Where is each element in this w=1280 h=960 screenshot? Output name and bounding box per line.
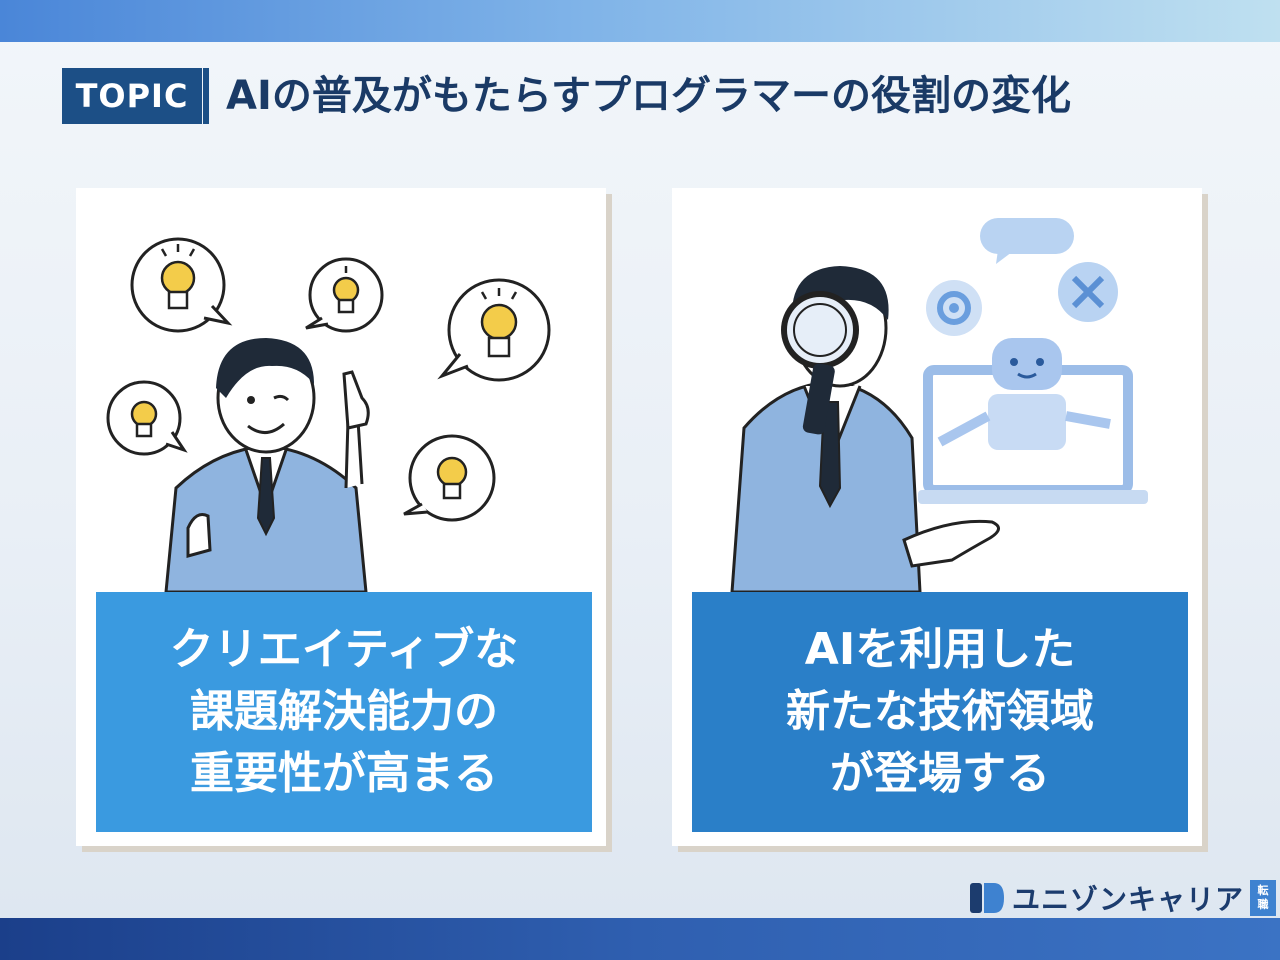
brand-logo: ユニゾンキャリア 転 職	[968, 878, 1277, 918]
caption-line: 課題解決能力の	[190, 686, 498, 737]
businessman-robot-illustration	[730, 218, 1148, 592]
title-divider	[203, 68, 209, 124]
lightbulb-icon	[437, 278, 551, 382]
gear-icon	[926, 280, 982, 336]
lightbulb-icon	[130, 237, 233, 333]
robot-icon	[937, 338, 1111, 450]
lightbulb-icon	[106, 380, 188, 456]
businessman-ideas-illustration	[106, 237, 551, 592]
wrench-screwdriver-icon	[1058, 262, 1118, 322]
caption-line: クリエイティブな	[169, 624, 519, 675]
caption-line: 重要性が高まる	[190, 748, 498, 799]
card-new-tech: AIを利用した 新たな技術領域 が登場する	[672, 188, 1202, 846]
magnifying-glass-icon	[781, 291, 859, 435]
card-creative: クリエイティブな 課題解決能力の 重要性が高まる	[76, 188, 606, 846]
businessman-figure	[730, 266, 1000, 592]
caption-creative: クリエイティブな 課題解決能力の 重要性が高まる	[96, 592, 592, 832]
brand-badge-line: 転	[1257, 884, 1269, 897]
bottom-gradient-band	[0, 918, 1280, 960]
top-gradient-band	[0, 0, 1280, 42]
brand-mark-icon	[970, 883, 1004, 913]
businessman-figure	[164, 338, 370, 592]
caption-new-tech: AIを利用した 新たな技術領域 が登場する	[692, 592, 1188, 832]
brand-badge-line: 職	[1257, 898, 1269, 911]
brand-badge: 転 職	[1250, 880, 1277, 916]
brand-name: ユニゾンキャリア	[1012, 883, 1245, 916]
lightbulb-icon	[403, 434, 496, 522]
speech-bubble-icon	[980, 218, 1074, 264]
caption-line: 新たな技術領域	[786, 686, 1094, 737]
page-title: AIの普及がもたらすプログラマーの役割の変化	[226, 73, 1072, 119]
caption-line: AIを利用した	[804, 624, 1076, 675]
topic-tag: TOPIC	[62, 68, 202, 124]
caption-line: が登場する	[830, 748, 1050, 799]
lightbulb-icon	[305, 257, 384, 333]
